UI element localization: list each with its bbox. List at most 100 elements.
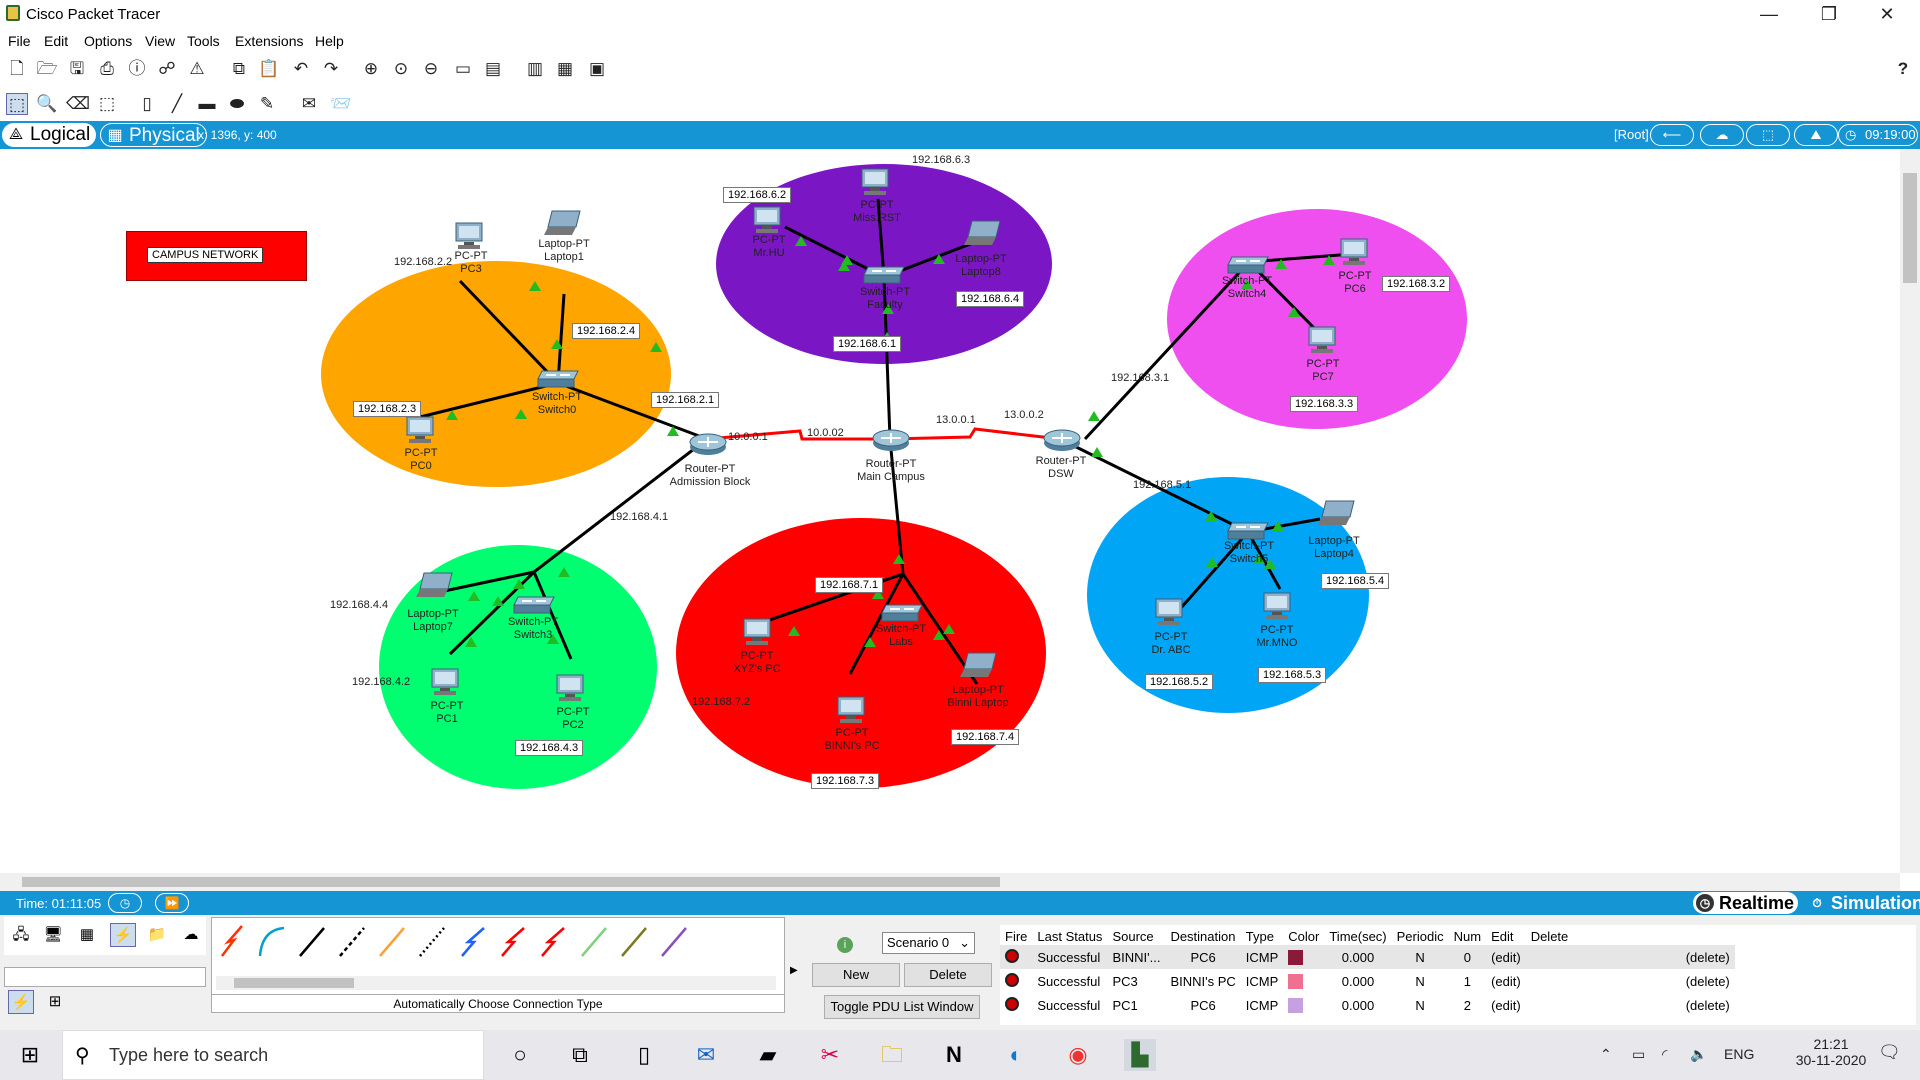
minimize-button[interactable]: — xyxy=(1760,4,1778,24)
custom-devices-icon[interactable]: ▤ xyxy=(484,59,502,78)
laptop4-device[interactable] xyxy=(1316,499,1356,532)
menu-tools[interactable]: Tools xyxy=(187,33,220,49)
fire-button[interactable] xyxy=(1000,993,1032,1017)
delete-link[interactable]: (delete) xyxy=(1685,949,1730,965)
viewport-button[interactable]: ⛰ xyxy=(1794,124,1838,146)
realtime-mode-button[interactable]: ◷ Realtime xyxy=(1693,892,1799,914)
resize-icon[interactable]: ⬚ xyxy=(98,94,116,113)
edit-link[interactable]: (edit) xyxy=(1491,973,1521,989)
miss-rst-device[interactable] xyxy=(858,167,894,200)
zoom-reset-icon[interactable]: ⊙ xyxy=(393,59,409,78)
edit-link[interactable]: (edit) xyxy=(1491,997,1521,1013)
menu-edit[interactable]: Edit xyxy=(44,33,69,49)
delete-scenario-button[interactable]: Delete xyxy=(904,963,992,987)
canvas-vertical-scrollbar[interactable] xyxy=(1900,149,1920,873)
components-icon[interactable]: ▦ xyxy=(79,926,95,943)
simulation-mode-button[interactable]: ⏱ Simulation xyxy=(1805,892,1920,914)
pdu-icon[interactable]: ▦ xyxy=(556,59,574,78)
edit-link[interactable]: (edit) xyxy=(1491,949,1521,965)
table-row[interactable]: Successful PC3 BINNI's PC ICMP 0.000 N 1… xyxy=(1000,969,1735,993)
paste-icon[interactable]: 📋 xyxy=(258,59,280,78)
wifi-icon[interactable]: ◜ xyxy=(1662,1046,1668,1062)
laptop1-device[interactable] xyxy=(542,209,582,242)
new-cluster-button[interactable]: ⬚ xyxy=(1746,124,1790,146)
fast-forward-button[interactable]: ⏩ xyxy=(155,893,189,913)
save-icon[interactable]: 🖫 xyxy=(69,59,85,78)
multiuser-icon[interactable]: ☁ xyxy=(183,926,199,943)
connections-icon[interactable]: ⚡ xyxy=(110,923,136,947)
binni-laptop-device[interactable] xyxy=(958,651,998,684)
freeform-icon[interactable]: ✎ xyxy=(259,94,275,113)
delete-link[interactable]: (delete) xyxy=(1685,997,1730,1013)
labs-switch-device[interactable] xyxy=(880,601,924,626)
new-scenario-button[interactable]: New xyxy=(812,963,900,987)
task-view-icon[interactable]: ⧉ xyxy=(572,1042,588,1067)
canvas-horizontal-scrollbar[interactable] xyxy=(0,873,1900,891)
undo-icon[interactable]: ↶ xyxy=(293,59,309,78)
line-icon[interactable]: ╱ xyxy=(171,94,183,113)
note-icon[interactable]: ▯ xyxy=(142,94,152,113)
select-icon[interactable]: ⬚ xyxy=(6,93,28,115)
faculty-switch-device[interactable] xyxy=(862,263,906,288)
menu-file[interactable]: File xyxy=(8,33,31,49)
switch0-device[interactable] xyxy=(536,367,580,392)
binni-pc-device[interactable] xyxy=(834,695,870,728)
menu-view[interactable]: View xyxy=(145,33,176,49)
start-windows-icon[interactable]: ⊞ xyxy=(20,1042,40,1067)
delete-icon[interactable]: ⌫ xyxy=(66,94,91,113)
cluster-button[interactable]: ☁ xyxy=(1700,124,1744,146)
tray-chevron-icon[interactable]: ⌃ xyxy=(1600,1046,1612,1062)
fire-button[interactable] xyxy=(1000,945,1032,969)
document-icon[interactable]: ▥ xyxy=(526,59,544,78)
menu-extensions[interactable]: Extensions xyxy=(235,33,304,49)
delete-link[interactable]: (delete) xyxy=(1685,973,1730,989)
clock-button[interactable]: ◷ 09:19:00 xyxy=(1838,124,1918,146)
switch5-device[interactable] xyxy=(1226,519,1270,544)
toggle-pdu-list-button[interactable]: Toggle PDU List Window xyxy=(824,995,980,1019)
simple-pdu-icon[interactable]: ✉ xyxy=(301,94,317,113)
new-file-icon[interactable]: 🗋 xyxy=(10,59,24,78)
complex-pdu-icon[interactable]: 📨 xyxy=(330,94,352,113)
admission-router-device[interactable] xyxy=(688,431,728,460)
misc-icon[interactable]: 📁 xyxy=(147,926,167,943)
restore-button[interactable]: ❐ xyxy=(1820,4,1838,24)
dr-abc-device[interactable] xyxy=(1152,597,1188,630)
xyz-pc-device[interactable] xyxy=(740,617,776,650)
pc6-device[interactable] xyxy=(1337,237,1373,270)
fire-button[interactable] xyxy=(1000,969,1032,993)
scenario-info-icon[interactable]: i xyxy=(837,937,853,953)
mail-icon[interactable]: ✉ xyxy=(696,1042,716,1067)
notion-icon[interactable]: N xyxy=(946,1042,962,1067)
rectangle-icon[interactable]: ▬ xyxy=(198,94,216,113)
dsw-router-device[interactable] xyxy=(1042,427,1082,456)
packet-tracer-taskbar-icon[interactable]: ▙ xyxy=(1124,1039,1156,1071)
file-icon[interactable]: ▯ xyxy=(637,1042,651,1067)
network-devices-icon[interactable]: 🖧 xyxy=(12,926,30,943)
grid-subtype-icon[interactable]: ⊞ xyxy=(48,993,62,1010)
help-icon[interactable]: ? xyxy=(1897,59,1909,78)
inspect-icon[interactable]: 🔍 xyxy=(36,94,58,113)
scrollbar-thumb[interactable] xyxy=(234,978,354,988)
taskbar-clock[interactable]: 21:21 30-11-2020 xyxy=(1788,1036,1874,1068)
activity-wizard-icon[interactable]: ⚠ xyxy=(189,59,205,78)
table-row[interactable]: Successful PC1 PC6 ICMP 0.000 N 2 (edit)… xyxy=(1000,993,1735,1017)
network-wizard-icon[interactable]: ☍ xyxy=(158,59,176,78)
screenshot-icon[interactable]: ▣ xyxy=(588,59,606,78)
open-folder-icon[interactable]: 🗁 xyxy=(36,59,58,78)
cortana-icon[interactable]: ○ xyxy=(513,1042,527,1067)
ellipse-icon[interactable]: ⬬ xyxy=(229,94,245,113)
tab-logical[interactable]: ⟁ Logical xyxy=(2,123,97,147)
close-button[interactable]: ✕ xyxy=(1879,4,1895,24)
connection-scrollbar[interactable] xyxy=(216,976,776,990)
pc0-device[interactable] xyxy=(403,415,439,448)
laptop7-device[interactable] xyxy=(414,571,454,604)
edge-icon[interactable]: ◐ xyxy=(1009,1042,1023,1067)
scenario-select[interactable]: Scenario 0 ⌄ xyxy=(882,932,975,954)
snip-tool-icon[interactable]: ✂ xyxy=(820,1042,840,1067)
redo-icon[interactable]: ↷ xyxy=(323,59,339,78)
tab-physical[interactable]: ▦ Physical xyxy=(100,123,207,147)
pc7-device[interactable] xyxy=(1305,325,1341,358)
chrome-icon[interactable]: ◉ xyxy=(1068,1042,1088,1067)
main-campus-router-device[interactable] xyxy=(871,427,911,456)
